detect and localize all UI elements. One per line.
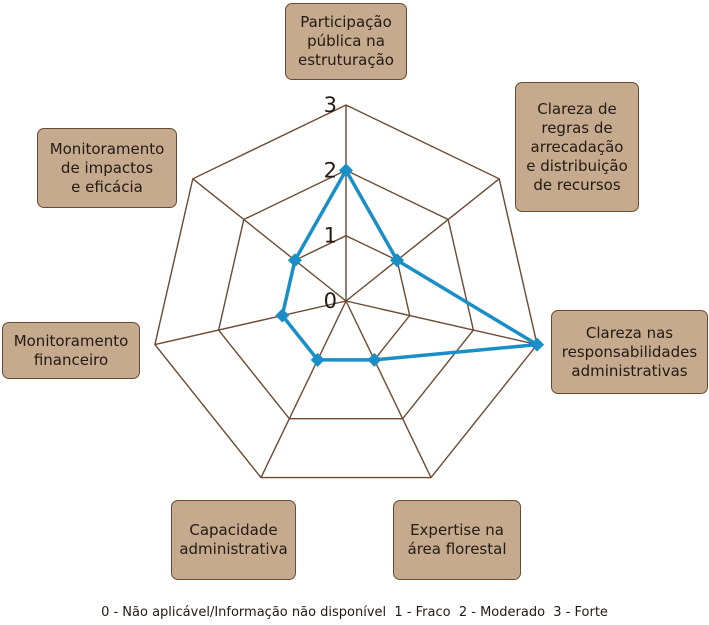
chart-caption: 0 - Não aplicável/Informação não disponí… — [101, 605, 608, 620]
tick-label-2: 2 — [324, 158, 337, 182]
axis-label-0: Participação pública na estruturação — [285, 3, 407, 80]
series-point-1 — [390, 253, 405, 268]
radar-grid — [154, 104, 538, 479]
axis-spoke-1 — [345, 178, 500, 302]
axis-label-3: Expertise na área florestal — [393, 500, 521, 580]
grid-ring-2 — [217, 169, 475, 420]
tick-label-0: 0 — [324, 289, 337, 313]
tick-label-3: 3 — [324, 93, 337, 117]
grid-ring-3 — [154, 104, 538, 479]
series-point-4 — [310, 352, 325, 367]
axis-label-2: Clareza nas responsabilidades administra… — [551, 310, 708, 394]
series-point-2 — [530, 337, 545, 352]
axis-spoke-6 — [192, 178, 347, 302]
tick-label-1: 1 — [324, 224, 337, 248]
axis-label-4: Capacidade administrativa — [171, 500, 296, 580]
axis-spoke-2 — [345, 300, 538, 346]
series-point-3 — [367, 352, 382, 367]
series-point-5 — [275, 308, 290, 323]
axis-spoke-4 — [260, 300, 347, 478]
axis-label-1: Clareza de regras de arrecadação e distr… — [515, 82, 639, 212]
series-point-0 — [339, 163, 353, 178]
series-point-6 — [287, 253, 302, 268]
radar-tick-labels: 0 1 2 3 — [324, 93, 337, 313]
axis-spoke-5 — [154, 300, 347, 346]
series-line — [280, 168, 539, 362]
axis-label-5: Monitoramento financeiro — [2, 322, 140, 379]
axis-label-6: Monitoramento de impactos e eficácia — [37, 128, 177, 208]
radar-series — [275, 163, 545, 367]
axis-spoke-3 — [345, 300, 432, 478]
